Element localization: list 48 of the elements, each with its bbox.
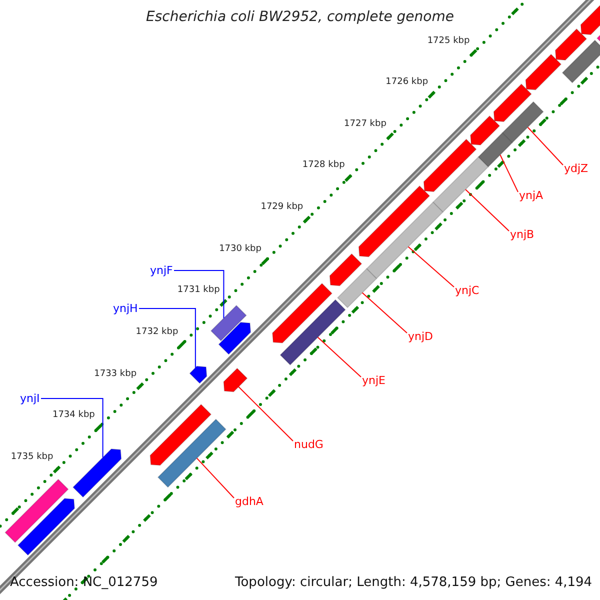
gene-label: ydjZ [564,163,588,174]
gene-block [562,40,600,84]
gene-label: ynjD [408,331,434,342]
gene-label: ynjE [362,375,386,386]
genome-stats: Topology: circular; Length: 4,578,159 bp; Genes: 4,194 [235,576,592,589]
gene-label: ynjB [510,229,534,240]
position-label: 1730 kbp [219,244,262,254]
position-label: 1734 kbp [52,411,95,420]
position-label: 1727 kbp [344,120,386,129]
gene-block [210,304,247,342]
title: Escherichia coli BW2952, complete genome [145,10,455,24]
gene-block [493,83,532,122]
gene-block [17,498,76,556]
position-label: 1733 kbp [94,370,137,379]
gene-block [470,115,500,146]
position-label: 1726 kbp [386,78,428,88]
position-label: 1731 kbp [177,286,220,296]
gene-block [554,28,588,61]
gene-block [329,253,362,286]
gene-block [432,156,489,213]
position-label: 1729 kbp [260,203,304,212]
gene-block [150,404,212,466]
gene-block [218,322,252,355]
position-label: 1732 kbp [136,328,178,338]
position-label: 1725 kbp [427,36,470,46]
position-label: 1735 kbp [10,453,54,462]
accession-label: Accession: NC_012759 [10,576,158,589]
gene-label: ynjF [150,265,173,276]
position-label: 1728 kbp [302,161,345,170]
gene-block [189,366,208,384]
gene-block [336,268,378,308]
gene-block [272,282,333,344]
gene-block [4,478,69,544]
gene-block [366,202,444,280]
gene-block [280,299,346,366]
gene-block [502,101,544,144]
gene-block [423,138,477,192]
gene-block [72,448,122,498]
gene-label: ynjI [20,393,40,404]
gene-label: ynjH [113,303,138,314]
gene-block [157,418,226,488]
gene-label: ynjC [455,285,480,296]
gene-block [525,54,562,90]
gene-block [358,185,430,258]
gene-label: nudG [294,439,324,450]
gene-label: ynjA [519,190,544,201]
gene-label: gdhA [235,496,264,507]
gene-block [223,368,248,392]
